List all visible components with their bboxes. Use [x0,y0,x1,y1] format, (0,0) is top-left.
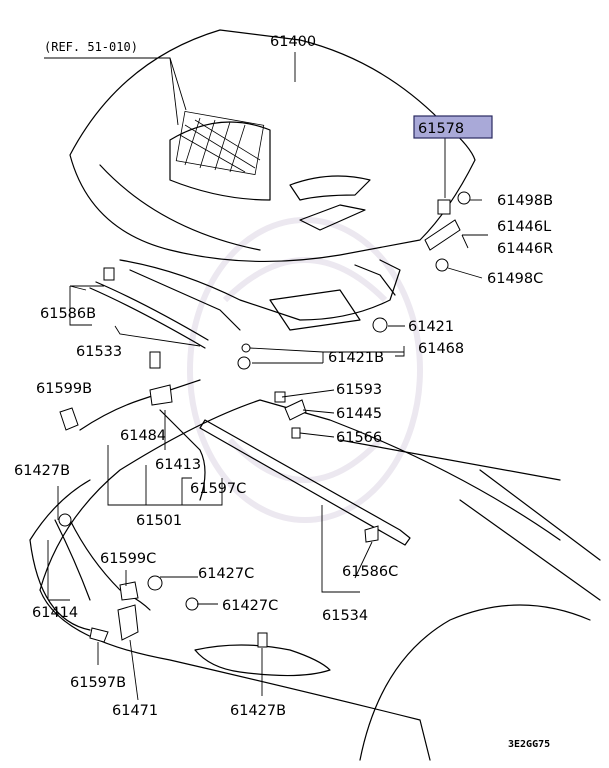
part-label-61501[interactable]: 61501 [136,513,182,529]
part-label-61427b-bottom[interactable]: 61427B [230,703,286,719]
part-label-61421b[interactable]: 61421B [328,350,384,366]
part-label-61586c[interactable]: 61586C [342,564,398,580]
part-label-61427b-left[interactable]: 61427B [14,463,70,479]
part-label-61446r[interactable]: 61446R [497,241,553,257]
part-label-61599b[interactable]: 61599B [36,381,92,397]
part-label-61427c-b[interactable]: 61427C [222,598,278,614]
part-label-61578[interactable]: 61578 [418,121,464,137]
part-label-61586b[interactable]: 61586B [40,306,96,322]
car-body [29,399,601,761]
part-label-61484[interactable]: 61484 [120,428,166,444]
part-label-61414[interactable]: 61414 [32,605,78,621]
part-label-61400[interactable]: 61400 [270,34,316,50]
part-label-61421[interactable]: 61421 [408,319,454,335]
hood-inner-frame [119,259,401,331]
small-parts [58,191,471,648]
reference-note: (REF. 51-010) [44,40,138,54]
part-label-61427c-a[interactable]: 61427C [198,566,254,582]
part-label-61566[interactable]: 61566 [336,430,382,446]
watermark-emblem [187,217,423,523]
part-label-61498c[interactable]: 61498C [487,271,543,287]
part-label-61445[interactable]: 61445 [336,406,382,422]
part-label-61534[interactable]: 61534 [322,608,368,624]
part-label-61446l[interactable]: 61446L [497,219,551,235]
diagram-code: 3E2GG75 [508,739,550,750]
part-label-61468[interactable]: 61468 [418,341,464,357]
part-label-61413[interactable]: 61413 [155,457,201,473]
release-cable-61501 [69,379,206,611]
part-label-61597c[interactable]: 61597C [190,481,246,497]
part-label-61471[interactable]: 61471 [112,703,158,719]
part-label-61533[interactable]: 61533 [76,344,122,360]
part-label-61597b[interactable]: 61597B [70,675,126,691]
part-label-61593[interactable]: 61593 [336,382,382,398]
part-label-61498b[interactable]: 61498B [497,193,553,209]
highlight-box [413,115,493,139]
part-label-61599c[interactable]: 61599C [100,551,156,567]
side-weatherstrip-61534 [199,419,411,546]
leader-lines [44,52,488,701]
hood-weatherstrip-61533 [89,281,209,349]
hood-panel [69,29,476,263]
